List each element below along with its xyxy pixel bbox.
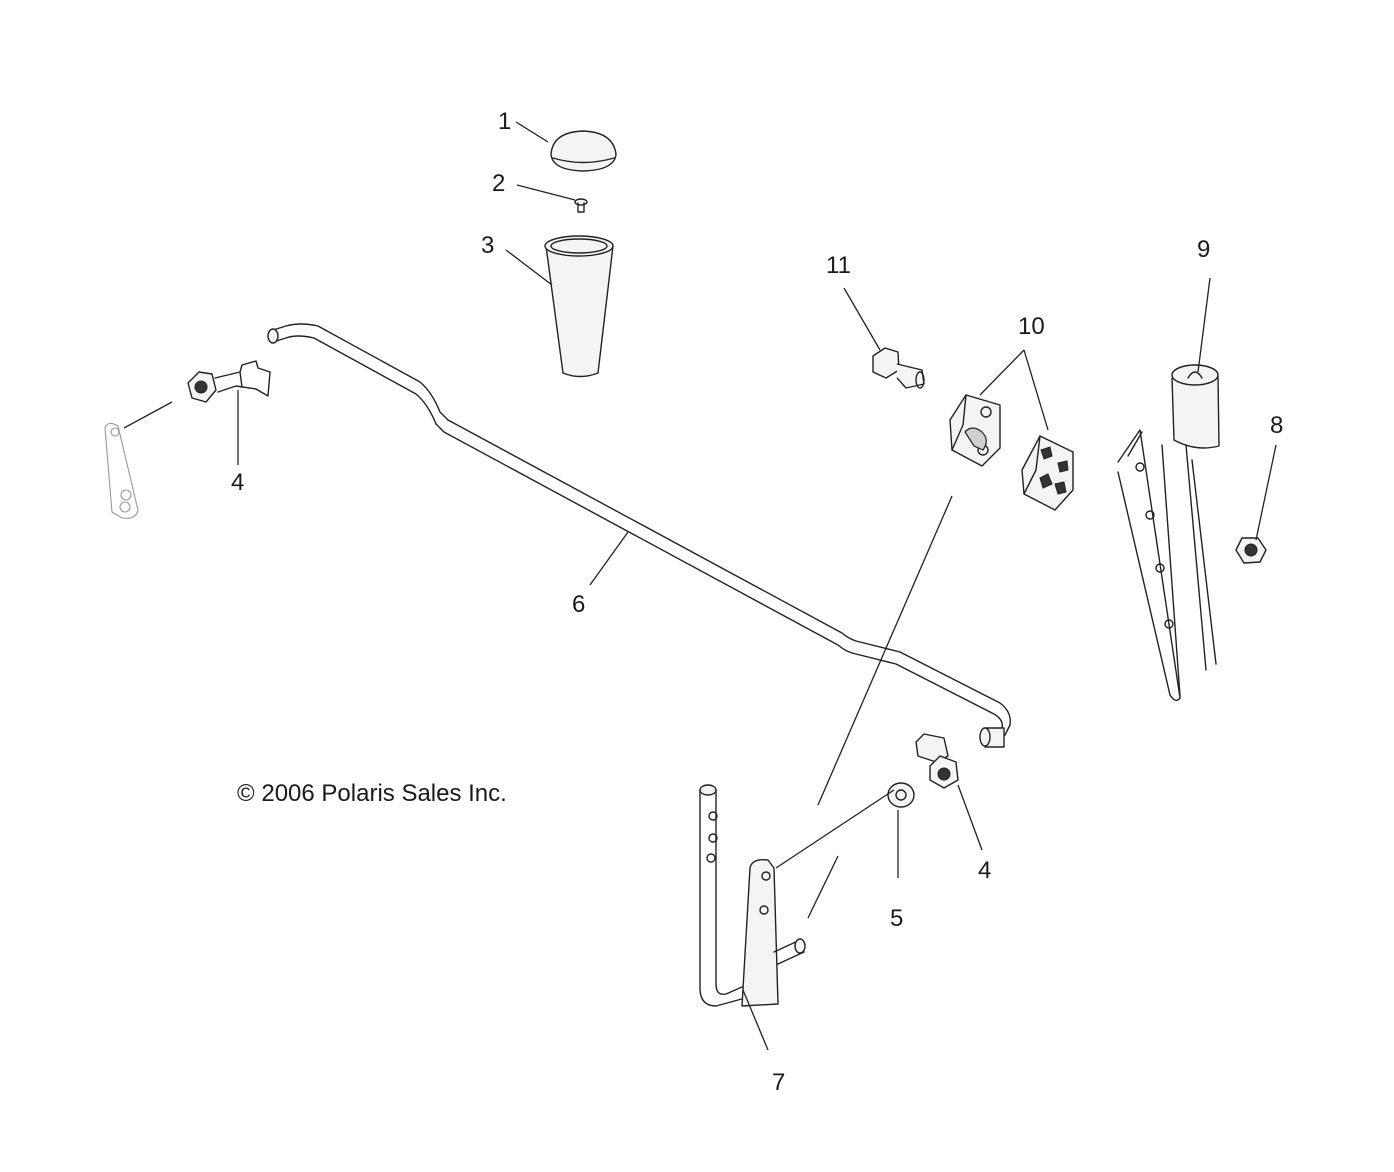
nut: [1235, 537, 1267, 564]
callout-6: 6: [572, 591, 586, 618]
shift-lever: [699, 784, 806, 1007]
callout-1: 1: [498, 108, 512, 135]
clip-left: [187, 360, 271, 403]
frame-bracket: [1117, 429, 1217, 702]
callout-10: 10: [1018, 313, 1045, 340]
shift-rod: [267, 323, 1011, 748]
callout-4-left: 4: [231, 469, 245, 496]
knob-cap: [550, 130, 617, 172]
callout-2: 2: [492, 170, 506, 197]
linkage-arm-ghost: [104, 401, 173, 519]
washer: [887, 782, 915, 808]
callout-9: 9: [1197, 236, 1211, 263]
callout-7: 7: [772, 1069, 786, 1096]
callout-4-right: 4: [978, 857, 992, 884]
callout-11: 11: [826, 252, 851, 279]
leader-lines: [237, 121, 1277, 1051]
clip-right: [915, 733, 959, 789]
callout-3: 3: [481, 232, 495, 259]
bolt: [872, 347, 925, 389]
screw: [574, 198, 588, 213]
copyright-text: © 2006 Polaris Sales Inc.: [237, 780, 507, 807]
shift-knob: [544, 235, 614, 378]
bushing-right: [1021, 435, 1074, 511]
callout-5: 5: [890, 905, 904, 932]
bushing-left: [949, 394, 1001, 467]
sleeve: [1171, 364, 1220, 449]
callout-8: 8: [1270, 412, 1284, 439]
